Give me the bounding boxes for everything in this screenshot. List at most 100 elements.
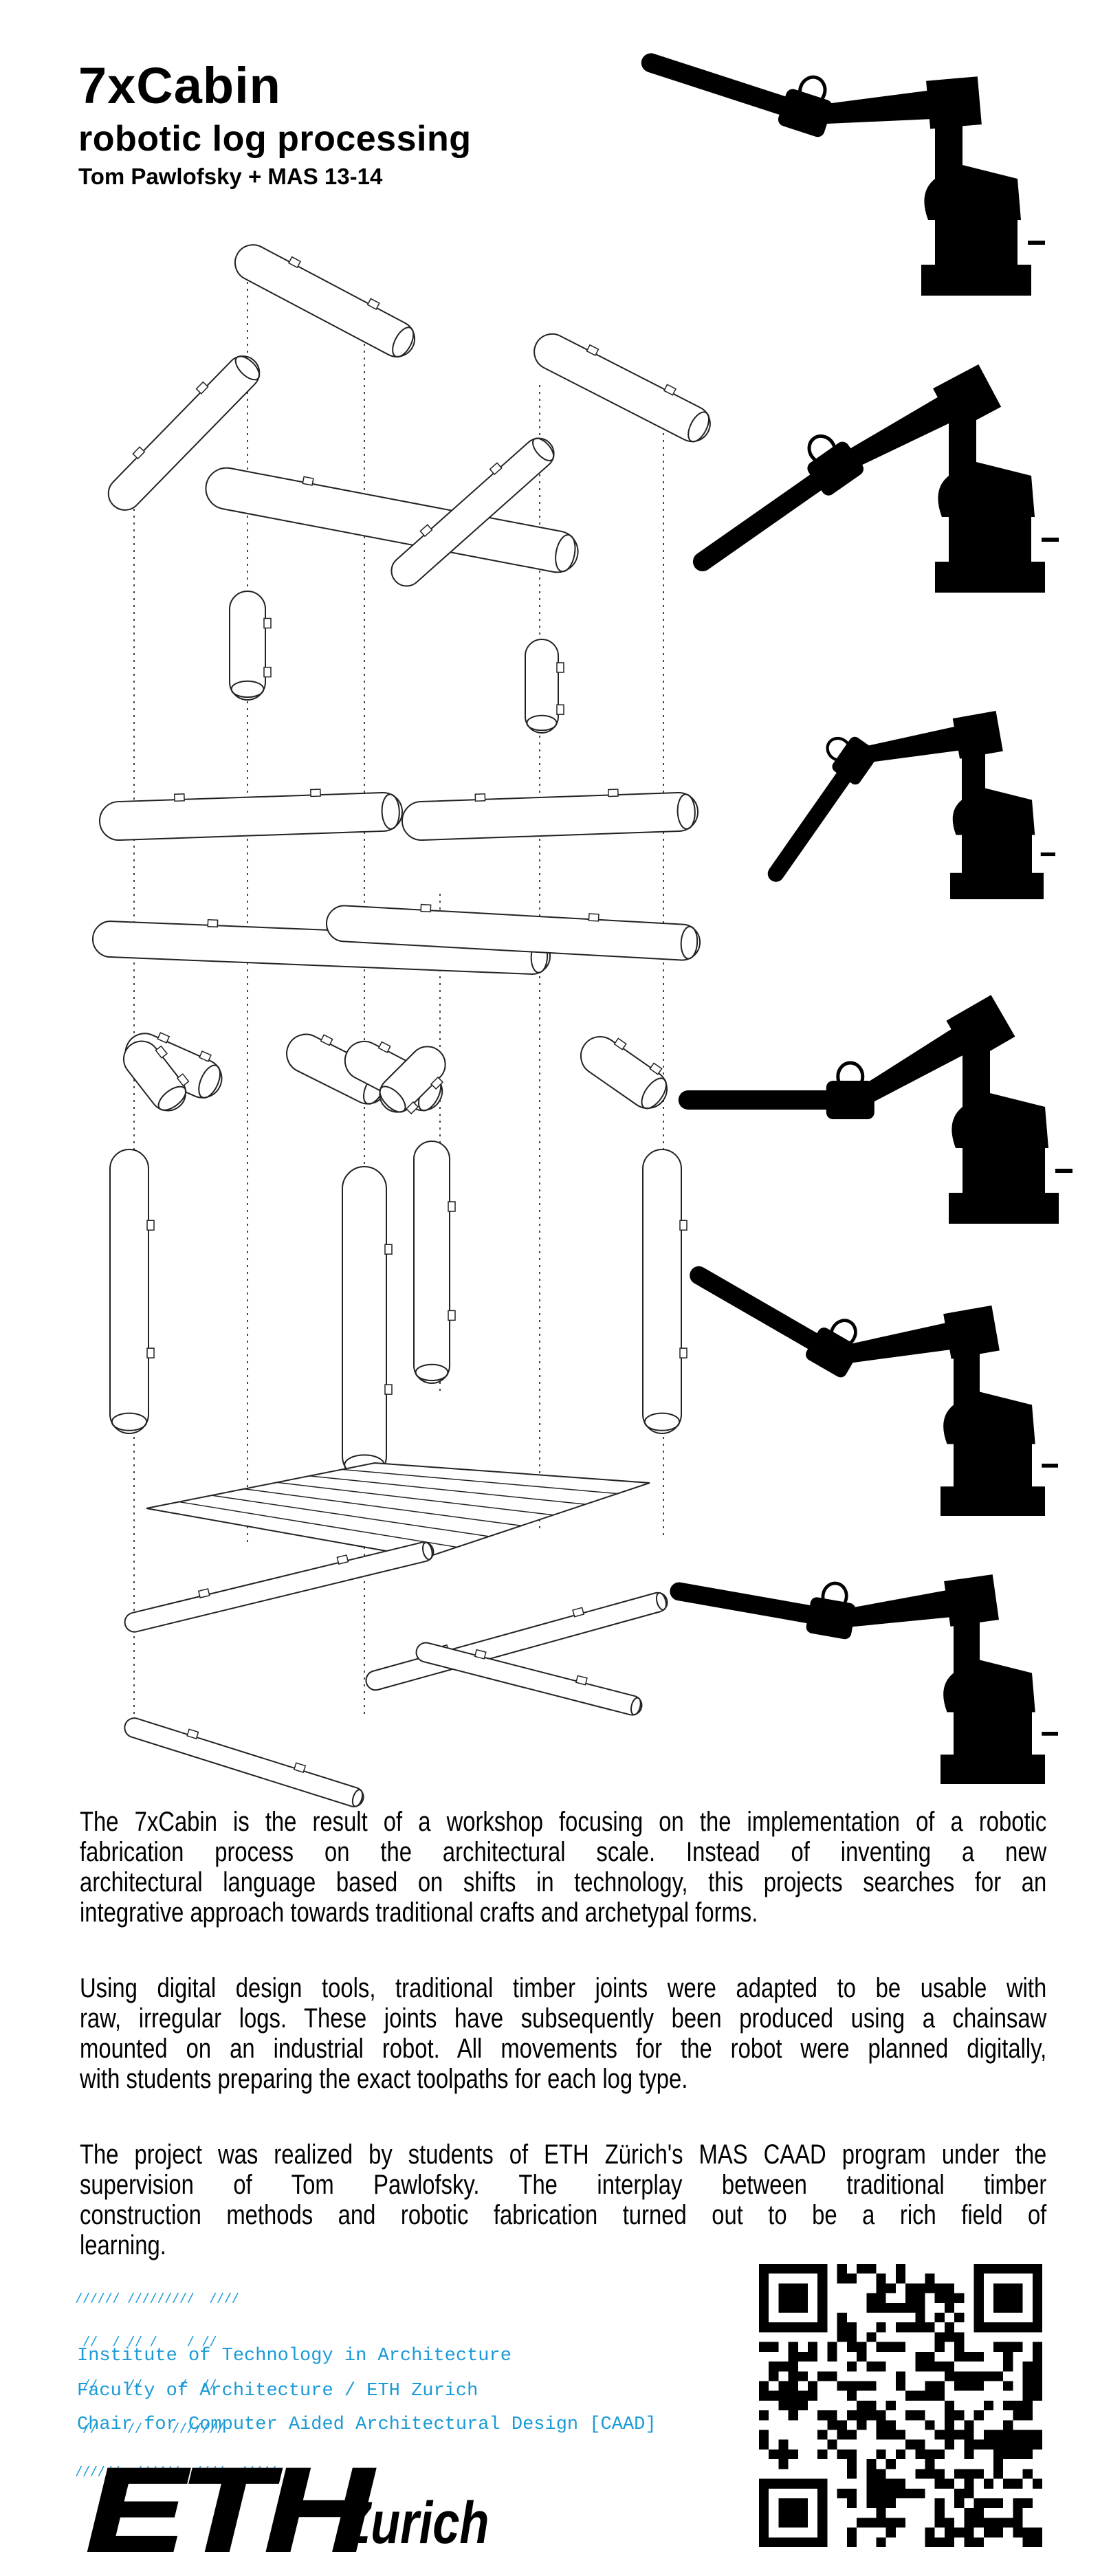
log-end [230,680,265,698]
log [234,244,416,358]
joint-notch [679,1347,688,1358]
joint-notch [173,793,185,802]
joint-notch [406,1101,419,1115]
chainsaw-handle [807,434,837,465]
joint-notch [556,704,564,715]
robot [692,364,1059,593]
ita-logo-row: // // / // [76,2377,217,2392]
log-body [205,467,579,573]
floor-board [179,1501,457,1548]
joint-notch [556,662,564,673]
joint-notch [448,1310,456,1321]
log-end [351,1789,364,1807]
faculty-name: Faculty of Architecture / ETH Zurich [77,2381,478,2401]
robot-cable [1055,1169,1072,1173]
log-body [124,1541,434,1633]
log-body [642,1149,682,1434]
chainsaw-motor [826,1081,874,1119]
joint-notch [186,1728,199,1739]
joint-notch [199,1050,212,1062]
log-end [655,1592,667,1611]
log-end [676,793,696,830]
text-line: The project was realized by students of … [80,2139,1047,2170]
log-body [98,791,404,841]
joint-notch [146,1220,155,1231]
floor-platform [146,1462,650,1559]
joint-notch [155,1045,168,1059]
log-body [342,1166,387,1479]
qr-code[interactable] [759,2260,1042,2551]
chainsaw-handle [826,736,852,762]
chair-name: Chair for Computer Aided Architectural D… [77,2414,657,2435]
chainsaw-handle [836,1061,865,1092]
log-body [525,639,559,734]
paragraph: The 7xCabin is the result of a workshop … [80,1807,1046,1928]
ita-logo-row: // // /////// [76,2421,225,2435]
joint-notch [572,1607,585,1618]
robot-base [940,1444,1045,1516]
chainsaw [692,434,864,571]
log-end [630,1697,641,1716]
floor-board [276,1482,553,1516]
joint-notch [649,1062,663,1075]
text-line: learning. [80,2230,166,2260]
chainsaw [767,736,878,882]
log-end [644,1412,681,1431]
robot [767,711,1055,899]
log-body [325,905,701,961]
log [379,1046,446,1115]
robot-arm [692,364,1002,571]
robot-arm [670,1574,999,1640]
robot-body [952,741,1035,835]
log [229,591,272,701]
log-body [534,333,711,443]
log [109,1149,155,1434]
floor-board [342,1468,618,1495]
joint-notch [613,1037,627,1050]
joint-notch [448,1201,456,1212]
robot [670,1574,1058,1784]
eth-logo-city: Zurich [341,2490,490,2556]
text-line: fabrication process on the architectural… [80,1837,1047,1867]
joint-notch [287,256,302,269]
ita-logo: ////// ///////// //// // / // / / // // … [76,2262,277,2493]
chainsaw-handle [798,75,827,107]
log [390,437,555,587]
joint-notch [430,1076,444,1090]
log-body [413,1141,450,1384]
joint-notch [607,789,619,797]
log-body [124,1717,364,1807]
robot-body [924,110,1021,220]
institute-name: Institute of Technology in Architecture [77,2346,512,2366]
exploded-axonometric-and-robots [91,53,1072,1807]
log-end [392,327,415,358]
chainsaw-bar [678,1090,844,1110]
robot-cable [1042,538,1059,542]
log [124,1541,434,1633]
joint-notch [489,462,503,476]
robot-body [943,1339,1035,1444]
joint-notch [195,381,209,395]
joint-notch [575,1675,588,1686]
chainsaw-bar [692,468,832,571]
chainsaw-handle [821,1581,848,1611]
joint-notch [384,1244,393,1255]
joint-notch [263,617,272,629]
robot-base [940,1712,1045,1784]
text-line: The 7xCabin is the result of a workshop … [80,1807,1047,1837]
log [122,1040,190,1112]
log-body [401,791,699,841]
chainsaw [690,1266,859,1378]
joint-notch [419,524,433,538]
robot-cable [1040,852,1055,857]
joint-notch [176,1073,190,1087]
eth-zurich-logo: ETH Zurich [80,2444,506,2571]
chainsaw-bar [670,1582,825,1625]
chainsaw [670,1581,856,1640]
text-line: supervision of Tom Pawlofsky. The interp… [80,2170,1047,2200]
joint-notch [207,918,219,928]
floor-board [309,1475,586,1505]
joint-notch [586,344,600,357]
robot-arm [678,995,1015,1119]
log-body [379,1046,446,1113]
